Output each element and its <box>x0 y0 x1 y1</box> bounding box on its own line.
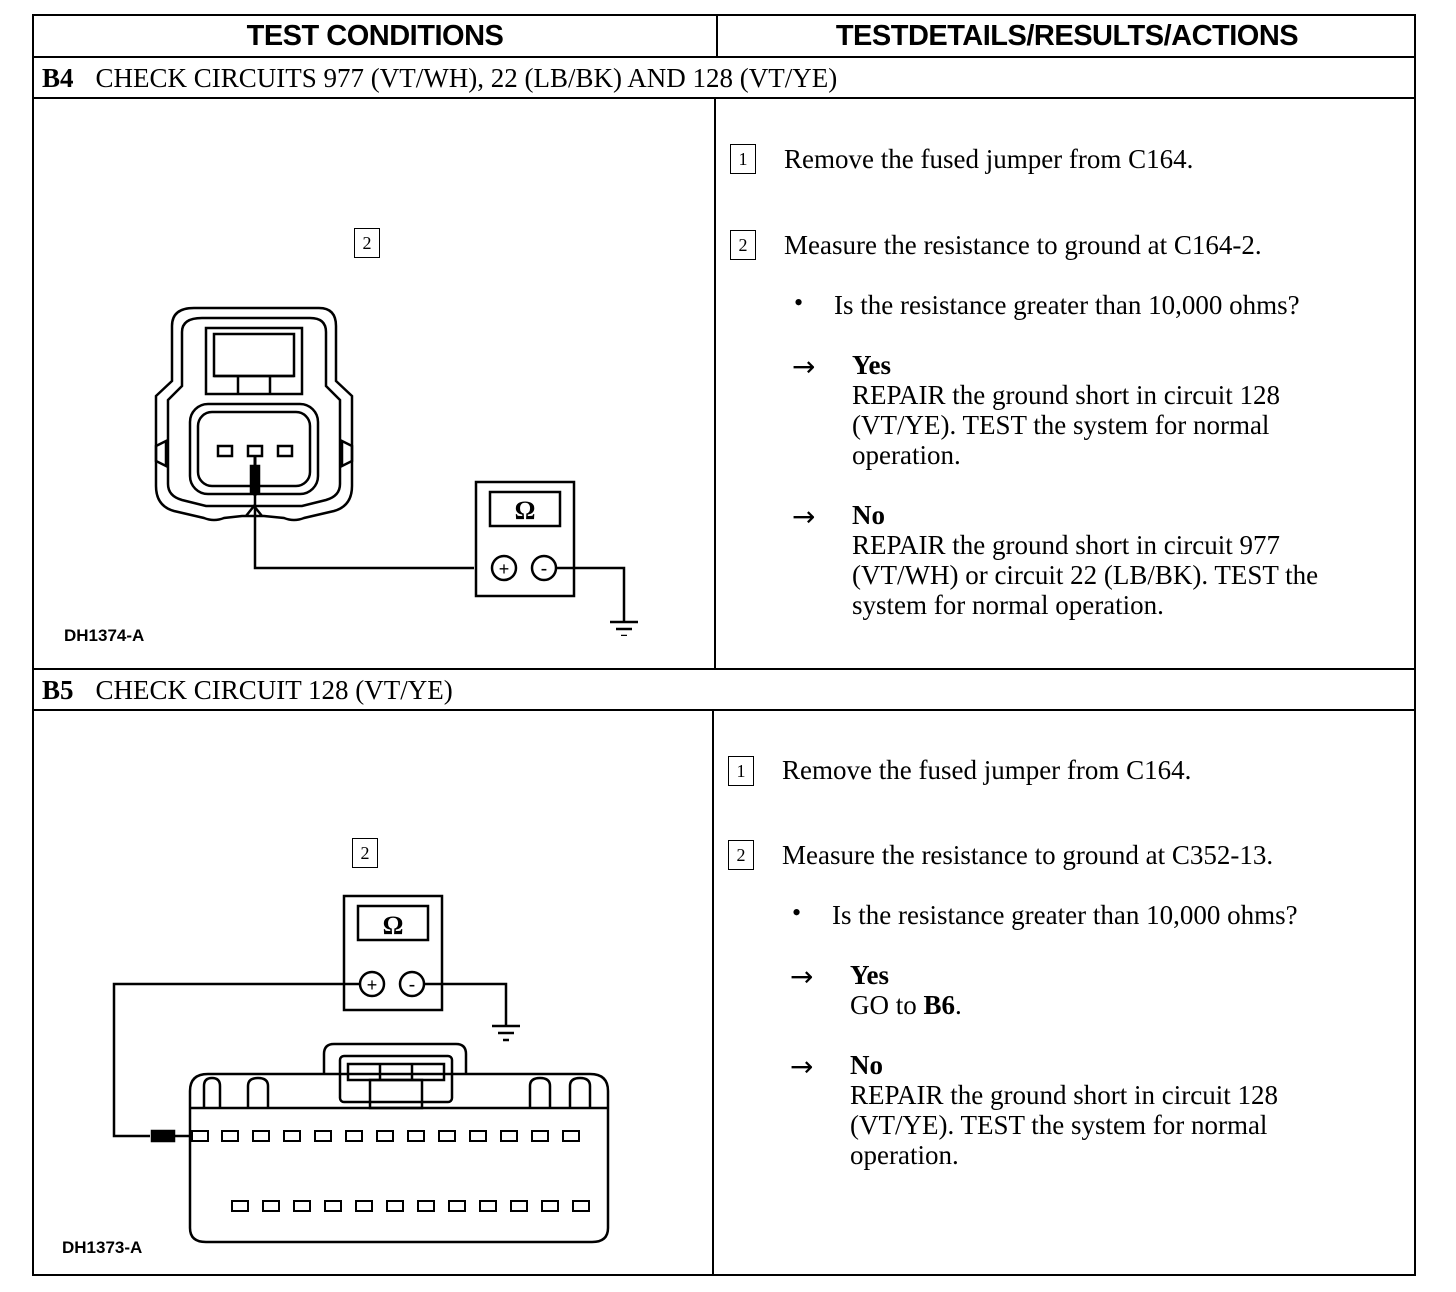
answer-text: REPAIR the ground short in circuit 977 (… <box>852 530 1319 620</box>
step-title-row-b4: B4 CHECK CIRCUITS 977 (VT/WH), 22 (LB/BK)… <box>42 58 837 98</box>
answer-text-prefix: GO to <box>850 990 924 1020</box>
result-no: No REPAIR the ground short in circuit 12… <box>850 1050 1278 1170</box>
column-divider <box>714 98 716 669</box>
action-text: Measure the resistance to ground at C352… <box>782 840 1274 870</box>
pin-row-top <box>191 1130 580 1142</box>
answer-text-suffix: . <box>955 990 962 1020</box>
figure-label: DH1373-A <box>62 1238 143 1257</box>
result-yes: Yes REPAIR the ground short in circuit 1… <box>852 350 1280 470</box>
connector-c352-diagram: Ω + - <box>112 894 610 1244</box>
column-divider <box>716 16 718 57</box>
minus-terminal: - <box>541 558 548 580</box>
figure-label: DH1374-A <box>64 626 145 645</box>
divider <box>34 668 1414 670</box>
step-id: B5 <box>42 675 74 705</box>
divider <box>34 709 1414 711</box>
divider <box>34 56 1414 58</box>
step-title: CHECK CIRCUIT 128 (VT/YE) <box>95 675 453 705</box>
action-number: 2 <box>730 230 756 260</box>
arrow-right-icon: → <box>790 1050 814 1083</box>
answer-label: No <box>850 1050 883 1080</box>
answer-label: Yes <box>850 960 889 990</box>
header-test-details: TESTDETAILS/RESULTS/ACTIONS <box>835 20 1299 52</box>
question-text: Is the resistance greater than 10,000 oh… <box>834 290 1300 320</box>
answer-text: REPAIR the ground short in circuit 128 (… <box>850 1080 1278 1170</box>
answer-label: No <box>852 500 885 530</box>
diagnostic-table: TEST CONDITIONS TESTDETAILS/RESULTS/ACTI… <box>32 14 1416 1276</box>
answer-label: Yes <box>852 350 891 380</box>
figure-step-marker: 2 <box>354 228 380 258</box>
step-id: B4 <box>42 63 74 93</box>
plus-terminal: + <box>499 559 510 579</box>
step-title: CHECK CIRCUITS 977 (VT/WH), 22 (LB/BK) A… <box>95 63 838 93</box>
arrow-right-icon: → <box>792 500 816 533</box>
figure-step-marker: 2 <box>352 838 378 868</box>
question-text: Is the resistance greater than 10,000 oh… <box>832 900 1298 930</box>
answer-text: REPAIR the ground short in circuit 128 (… <box>852 380 1280 470</box>
action-number: 2 <box>728 840 754 870</box>
step-title-row-b5: B5 CHECK CIRCUIT 128 (VT/YE) <box>42 670 453 710</box>
connector-c164-diagram: Ω + - <box>154 306 638 636</box>
minus-terminal: - <box>409 974 416 996</box>
bullet-icon: • <box>792 898 802 927</box>
divider <box>34 97 1414 99</box>
bullet-icon: • <box>794 288 804 317</box>
answer-text: GO to B6. <box>850 990 962 1020</box>
action-text: Measure the resistance to ground at C164… <box>784 230 1262 260</box>
action-number: 1 <box>730 144 756 174</box>
pin-row-bottom <box>231 1200 590 1212</box>
action-text: Remove the fused jumper from C164. <box>782 755 1192 785</box>
arrow-right-icon: → <box>790 960 814 993</box>
ohm-symbol: Ω <box>383 911 404 940</box>
ohm-symbol: Ω <box>515 496 536 525</box>
action-number: 1 <box>728 756 754 786</box>
action-text: Remove the fused jumper from C164. <box>784 144 1194 174</box>
result-yes: Yes GO to B6. <box>850 960 962 1020</box>
arrow-right-icon: → <box>792 350 816 383</box>
goto-step-ref: B6 <box>923 990 956 1020</box>
plus-terminal: + <box>367 975 378 995</box>
result-no: No REPAIR the ground short in circuit 97… <box>852 500 1318 620</box>
header-test-conditions: TEST CONDITIONS <box>246 20 504 52</box>
column-divider <box>712 710 714 1276</box>
